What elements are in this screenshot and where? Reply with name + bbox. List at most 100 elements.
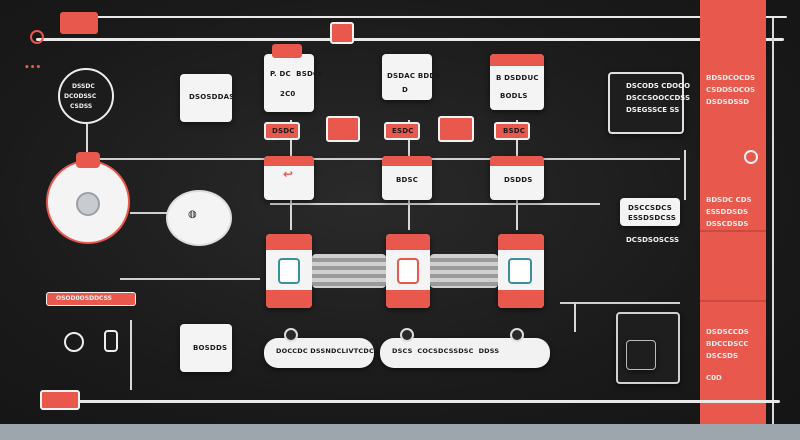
doc-connector-2 [430, 254, 498, 288]
floor-strip [0, 424, 800, 440]
left-vrail [130, 320, 132, 390]
doc-card-3-page-icon [508, 258, 532, 284]
right-panel-mid-line1: DSCCSDCS [628, 204, 673, 212]
sidebar-divider [700, 230, 766, 232]
sidebar-item-2: BDSDC CDS [706, 196, 752, 204]
left-box-bottom-label: BOSDDS [193, 344, 228, 352]
red-button-5-label: BSDC [503, 127, 526, 135]
connector-rail-2 [270, 203, 600, 205]
top-rail [36, 38, 784, 41]
mid-card-1-icon: ↩ [283, 167, 294, 181]
small-circle-icon: ◍ [188, 209, 197, 220]
top-card-1-line1: P. DC BSDCs [270, 70, 323, 78]
top-card-3-badge [490, 54, 544, 66]
bottom-left-red-tab[interactable] [40, 390, 80, 410]
top-card-2[interactable] [382, 54, 432, 100]
wheel-hub-icon [76, 192, 100, 216]
mid-card-2-label: BDSC [396, 176, 419, 184]
small-red-marks-icon: ••• [24, 63, 42, 73]
top-left-ring-icon [30, 30, 44, 44]
connector-rail-5 [130, 212, 170, 214]
sidebar-item-2b: ESSDDSDS [706, 208, 749, 216]
mid-card-3-label: DSDDS [504, 176, 533, 184]
sidebar-item-1: BDSDCOCDS [706, 74, 756, 82]
circle-node-line1: DSSDC [72, 83, 95, 90]
right-panel-top-line1: DSCODS CDOOO [626, 82, 691, 90]
red-button-3[interactable] [384, 122, 420, 140]
pill-1-label: DOCCDC DSSNDCLIVTCDCS [276, 347, 379, 355]
connector-rail-4 [560, 302, 680, 304]
pill-2-label: DSCS COCSDCSSDSC DDSS [392, 347, 500, 355]
right-panel-mid-line2: ESSDSDCSS [628, 214, 677, 222]
left-circle-node[interactable] [58, 68, 114, 124]
doc-card-3-base [498, 290, 544, 308]
red-button-5[interactable] [494, 122, 530, 140]
mid-card-3-cap [490, 156, 544, 166]
right-panel-top-line3: DSEGSSCE SS [626, 106, 680, 114]
sidebar-item-3: DSDSCCDS [706, 328, 749, 336]
connector-rail-3 [120, 278, 260, 280]
sidebar-red-knob[interactable] [744, 150, 758, 164]
right-panel-mid-sub: DCSDSOSCSS [626, 236, 679, 244]
doc-card-2-base [386, 290, 430, 308]
doc-connector-1 [312, 254, 386, 288]
compass-icon [64, 332, 84, 352]
doc-card-2-cap [386, 234, 430, 250]
top-card-3-line2: BODLS [500, 92, 528, 100]
sidebar-item-4: C0D [706, 374, 722, 382]
connector-rail-1 [80, 158, 680, 160]
circle-node-line2: DCODSSC [64, 93, 97, 100]
pill-dot-2 [400, 328, 414, 342]
top-rail-upper [95, 16, 787, 18]
right-panel-top-line2: DSCCSOOCCDSS [626, 94, 691, 102]
right-inner-rail [684, 150, 686, 200]
red-button-1-label: DSDC [272, 127, 295, 135]
sidebar-item-1c: DSDSDSSD [706, 98, 750, 106]
right-panel-top [608, 72, 684, 134]
left-box-top-label: DSOSDDAS [189, 93, 235, 101]
pill-dot-3 [510, 328, 524, 342]
doc-card-1-cap [266, 234, 312, 250]
left-red-label-text: OSOD0OSDDCSS [56, 295, 112, 302]
sidebar-divider-2 [700, 300, 766, 302]
mid-card-2-cap [382, 156, 432, 166]
top-left-red-tab[interactable] [60, 12, 98, 34]
right-red-sidebar [700, 0, 766, 440]
red-button-1[interactable] [264, 122, 300, 140]
top-red-tab[interactable] [330, 22, 354, 44]
circle-node-stem [86, 124, 88, 154]
sidebar-item-1b: CSDDSOCOS [706, 86, 756, 94]
connector-vrail-4 [574, 302, 576, 332]
red-button-4[interactable] [438, 116, 474, 142]
left-box-bottom[interactable] [180, 324, 232, 372]
red-button-3-label: ESDC [392, 127, 414, 135]
pill-2[interactable] [380, 338, 550, 368]
top-card-1-line2: 2C0 [280, 90, 296, 98]
left-red-label[interactable] [46, 292, 136, 306]
left-box-top[interactable] [180, 74, 232, 122]
circle-node-line3: CSDSS [70, 103, 93, 110]
top-card-1-badge [272, 44, 302, 58]
mid-card-1-cap [264, 156, 314, 166]
bottom-rail [40, 400, 780, 403]
battery-icon [104, 330, 118, 352]
top-card-1[interactable] [264, 54, 314, 112]
sidebar-item-3c: DSCSDS [706, 352, 739, 360]
sidebar-item-2c: DSSCDSDS [706, 220, 749, 228]
pill-1[interactable] [264, 338, 374, 368]
doc-card-2-page-icon [397, 258, 419, 284]
top-card-3-line1: B DSDDUC [496, 74, 539, 82]
top-card-2-line2: D [402, 86, 409, 94]
right-rail [772, 18, 774, 438]
pill-dot-1 [284, 328, 298, 342]
doc-card-1-page-icon [278, 258, 300, 284]
small-circle-node[interactable] [166, 190, 232, 246]
right-panel-mid [620, 198, 680, 226]
doc-card-3-cap [498, 234, 544, 250]
sidebar-item-3b: BDCCDSCC [706, 340, 749, 348]
red-button-2[interactable] [326, 116, 360, 142]
top-card-2-line1: DSDAC BDDS [387, 72, 441, 80]
wheel-red-pointer [76, 152, 100, 168]
doc-card-1-base [266, 290, 312, 308]
